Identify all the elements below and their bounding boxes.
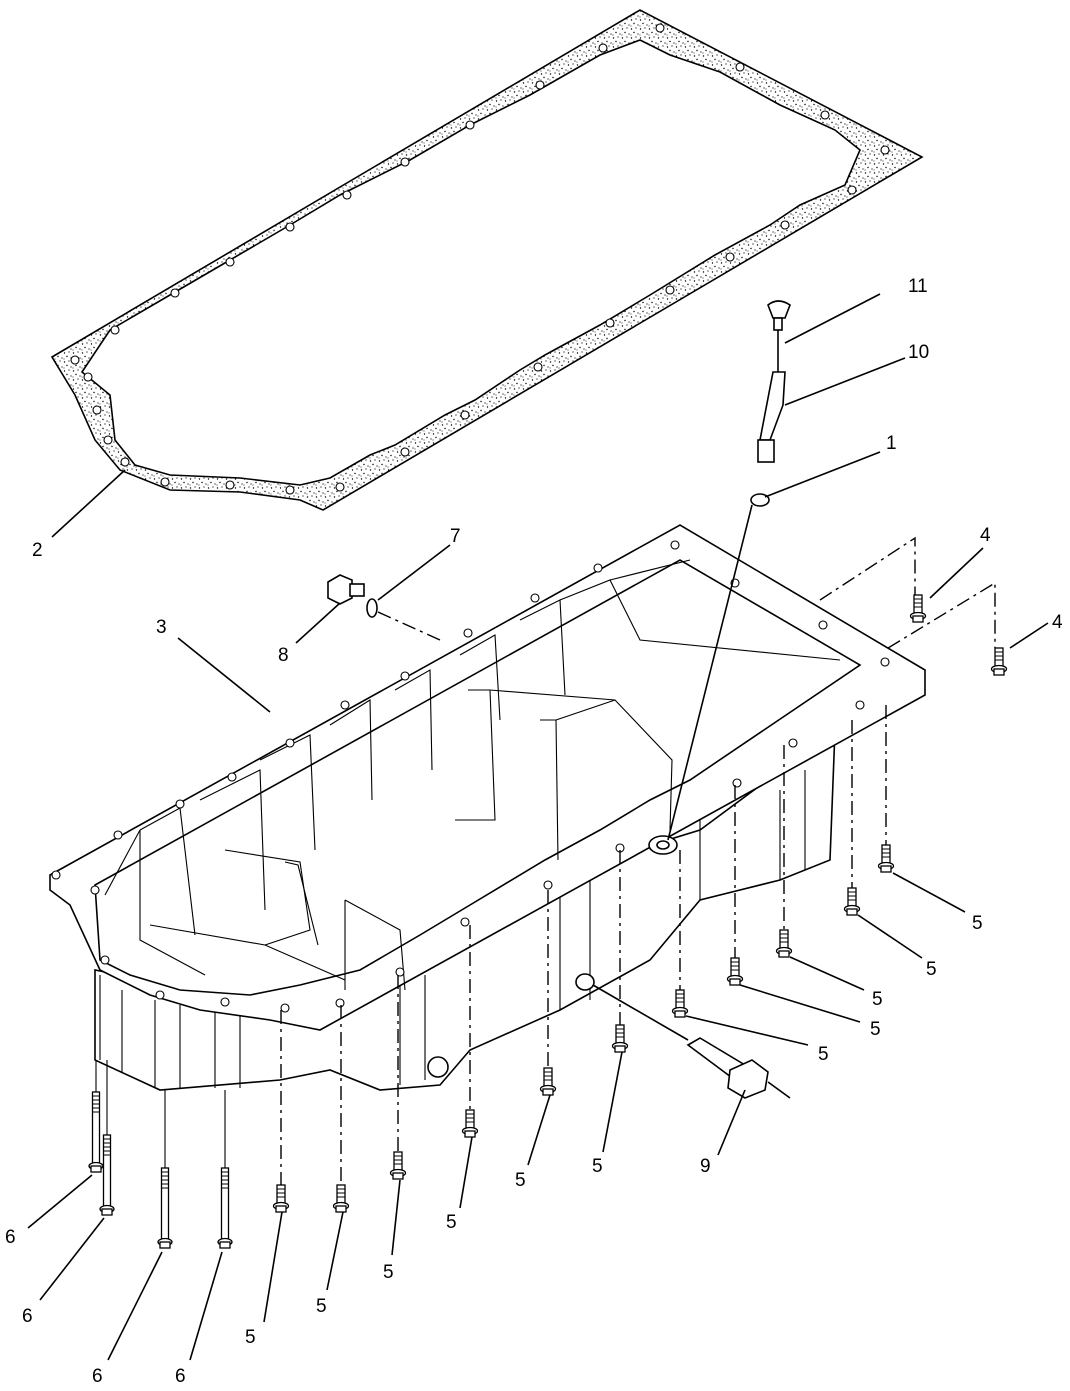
bolts-4 — [819, 536, 1008, 676]
bolts-6 — [88, 1091, 233, 1249]
callout-5: 5 — [383, 1262, 394, 1283]
callout-8: 8 — [278, 645, 289, 666]
callout-5: 5 — [870, 1019, 881, 1040]
drain-plug — [327, 574, 365, 605]
sensor-plug — [592, 984, 791, 1099]
oil-pan — [49, 524, 926, 1091]
callout-5: 5 — [446, 1212, 457, 1233]
callout-9: 9 — [700, 1156, 711, 1177]
callout-4-upper: 4 — [980, 525, 991, 546]
callout-3: 3 — [156, 617, 167, 638]
callout-6: 6 — [92, 1366, 103, 1387]
callout-2: 2 — [32, 540, 43, 561]
callout-6: 6 — [5, 1227, 16, 1248]
callout-7: 7 — [450, 526, 461, 547]
callout-6: 6 — [175, 1366, 186, 1387]
dipstick-assembly — [667, 300, 791, 841]
callout-5: 5 — [872, 989, 883, 1010]
callout-5: 5 — [972, 913, 983, 934]
callout-11: 11 — [908, 276, 928, 297]
callout-5: 5 — [592, 1156, 603, 1177]
o-ring — [366, 598, 378, 618]
leader-lines — [27, 293, 1049, 1361]
bolt-6-centerlines — [95, 1060, 226, 1168]
callout-5: 5 — [515, 1170, 526, 1191]
callout-5: 5 — [926, 959, 937, 980]
plug-centerline — [377, 611, 441, 641]
callout-5: 5 — [245, 1327, 256, 1348]
callout-4-lower: 4 — [1052, 612, 1063, 633]
bolt-5-centerlines — [280, 705, 887, 1185]
callout-1: 1 — [886, 433, 897, 454]
callout-6: 6 — [22, 1306, 33, 1327]
callout-5: 5 — [818, 1044, 829, 1065]
callout-10: 10 — [908, 342, 929, 363]
oil-pan-gasket — [50, 9, 924, 511]
callout-5: 5 — [316, 1296, 327, 1317]
